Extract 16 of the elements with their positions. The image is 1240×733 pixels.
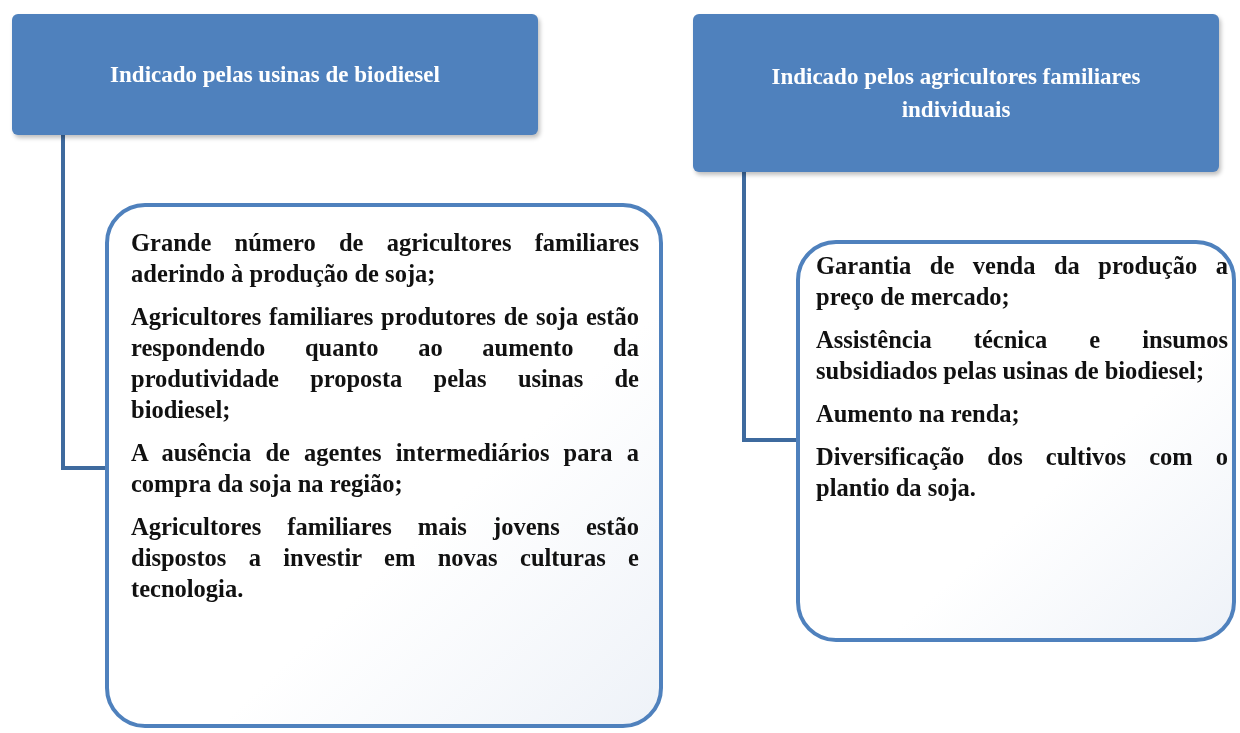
list-item-text: Garantia de venda da produção a preço de mercado; <box>816 251 1228 312</box>
list-item-text: Assistência técnica e insumos subsidiados pelas usinas de biodiesel; <box>816 325 1228 386</box>
list-item-text: Grande número de agricultores familiares aderindo à produção de soja; <box>131 228 639 289</box>
list-item-text: Agricultores familiares mais jovens estão dispostos a investir em novas culturas e tecnologia. <box>131 512 639 604</box>
header-text: Indicado pelas usinas de biodiesel <box>110 61 440 89</box>
header-box <box>693 14 1219 172</box>
connector-line <box>61 135 105 470</box>
list-item-text: A ausência de agentes intermediários para a compra da soja na região; <box>131 438 639 499</box>
text-box <box>796 240 1236 642</box>
list-item-text: Agricultores familiares produtores de soja estão respondendo quanto ao aumento da produtividade proposta pelas usinas de biodiesel; <box>131 302 639 425</box>
text-box <box>105 203 663 728</box>
connector-line <box>742 172 796 442</box>
header-box <box>12 14 538 135</box>
list-item-text: Aumento na renda; <box>816 399 1021 429</box>
header-text: Indicado pelos agricultores familiares individuais <box>770 63 1142 124</box>
list-item-text: Diversificação dos cultivos com o plantio da soja. <box>816 442 1228 503</box>
